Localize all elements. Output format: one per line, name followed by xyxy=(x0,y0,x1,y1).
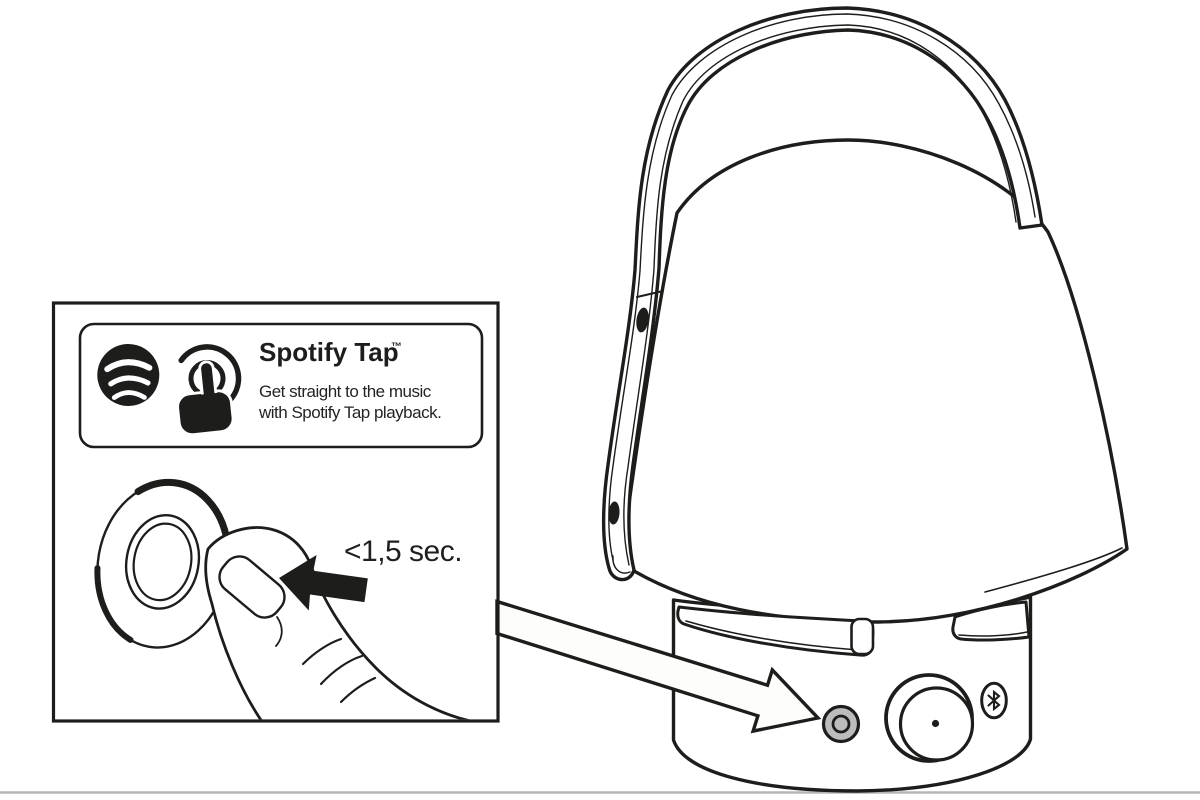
badge-title: Spotify Tap xyxy=(259,337,399,367)
knuckle-crease-2 xyxy=(319,654,364,686)
finger-illustration xyxy=(204,526,470,720)
callout-arrow xyxy=(495,599,822,734)
tap-button xyxy=(821,704,861,744)
tap-gesture-icon xyxy=(176,344,242,437)
volume-knob-dot xyxy=(931,719,940,728)
tap-button-inner-ring xyxy=(831,714,851,734)
knuckle-crease-3 xyxy=(339,676,377,704)
handle-stitch-inner xyxy=(623,24,1017,566)
shade-rim-inner-line xyxy=(984,547,1123,593)
finger-fold xyxy=(275,616,283,647)
inset-box: Spotify Tap ™ Get straight to the music … xyxy=(51,301,500,723)
handle-stitch-outer xyxy=(608,13,1036,561)
fingernail xyxy=(218,555,286,619)
slot-left-inner-line xyxy=(685,620,859,651)
spotify-logo-icon xyxy=(97,343,160,406)
inset-border xyxy=(51,301,500,723)
handle-seam xyxy=(636,290,664,298)
finger-outline xyxy=(204,526,470,720)
base-handle-slot-right xyxy=(951,600,1031,642)
bluetooth-icon xyxy=(987,689,1001,712)
handle-band xyxy=(601,6,1044,582)
handle-end-tab xyxy=(850,617,875,656)
lamp-shade xyxy=(619,138,1129,624)
handle-rivet-top xyxy=(636,307,649,333)
knuckle-crease-1 xyxy=(301,637,343,666)
handle-rivet-bottom xyxy=(608,501,620,525)
press-arrow-icon xyxy=(279,555,368,611)
badge-trademark: ™ xyxy=(391,341,402,353)
lamp-illustration xyxy=(601,6,1129,793)
press-duration-label: <1,5 sec. xyxy=(344,535,462,568)
badge-description-line2: with Spotify Tap playback. xyxy=(258,403,441,422)
slot-right-inner-line xyxy=(958,631,1028,637)
handle-tip-line xyxy=(612,555,631,574)
badge-description-line1: Get straight to the music xyxy=(259,382,432,401)
spotify-tap-badge: Spotify Tap ™ Get straight to the music … xyxy=(78,322,484,449)
lamp-handle xyxy=(601,6,1044,582)
